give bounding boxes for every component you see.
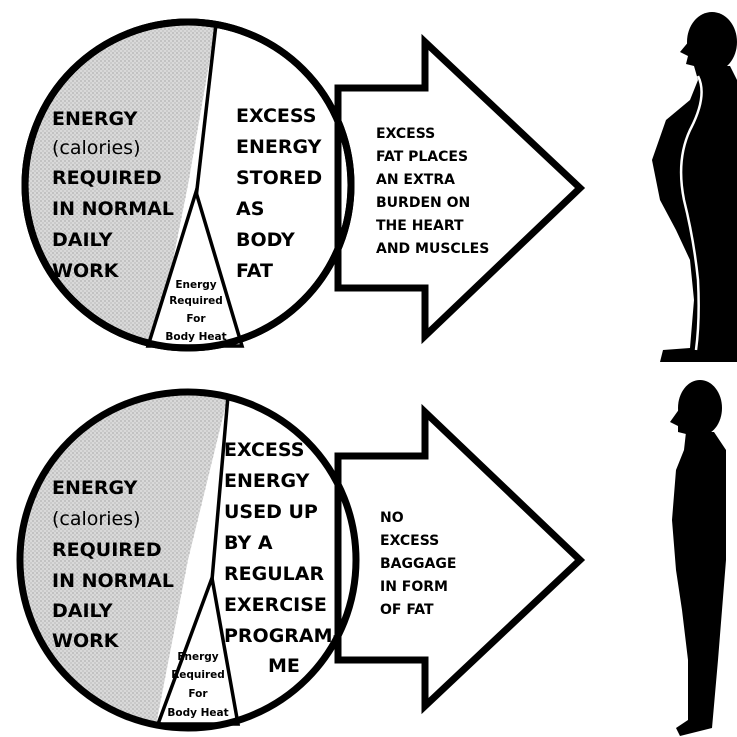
top-energy-pie bbox=[21, 18, 355, 352]
bottom-body-heat-label: Energy Required For Body Heat bbox=[167, 651, 228, 719]
bottom-heat-line: For bbox=[188, 688, 208, 700]
bottom-excess-line: EXCESS bbox=[224, 439, 304, 461]
top-normal-line: IN NORMAL bbox=[52, 198, 174, 220]
bottom-energy-pie bbox=[16, 388, 360, 732]
bottom-excess-label: EXCESS ENERGY USED UP BY A REGULAR EXERC… bbox=[224, 439, 340, 677]
top-normal-line: REQUIRED bbox=[52, 167, 162, 189]
bottom-excess-line: USED UP bbox=[224, 501, 318, 523]
top-normal-line: WORK bbox=[52, 260, 120, 282]
top-excess-line: BODY bbox=[236, 229, 295, 251]
top-normal-work-label: ENERGY (calories) REQUIRED IN NORMAL DAI… bbox=[52, 108, 174, 282]
top-heat-line: Required bbox=[169, 295, 223, 307]
bottom-excess-line: BY A bbox=[224, 532, 273, 554]
top-normal-line: DAILY bbox=[52, 229, 113, 251]
top-normal-line: (calories) bbox=[52, 137, 141, 159]
top-body-heat-label: Energy Required For Body Heat bbox=[165, 279, 226, 343]
top-arrow-line: AND MUSCLES bbox=[376, 241, 489, 257]
overweight-person-silhouette-icon bbox=[652, 12, 737, 362]
bottom-normal-line: DAILY bbox=[52, 600, 113, 622]
top-excess-line: ENERGY bbox=[236, 136, 322, 158]
top-arrow-line: THE HEART bbox=[376, 218, 464, 234]
top-excess-line: FAT bbox=[236, 260, 273, 282]
bottom-normal-line: WORK bbox=[52, 630, 120, 652]
bottom-arrow-line: NO bbox=[380, 510, 404, 526]
top-arrow bbox=[334, 33, 586, 345]
top-excess-label: EXCESS ENERGY STORED AS BODY FAT bbox=[236, 105, 322, 282]
bottom-arrow bbox=[334, 403, 586, 715]
bottom-excess-line: ME bbox=[268, 655, 300, 677]
bottom-heat-line: Required bbox=[171, 669, 225, 681]
bottom-heat-line: Energy bbox=[177, 651, 218, 663]
bottom-excess-line: EXERCISE bbox=[224, 594, 327, 616]
bottom-normal-line: REQUIRED bbox=[52, 539, 162, 561]
top-heat-line: Energy bbox=[175, 279, 216, 291]
bottom-excess-line: ENERGY bbox=[224, 470, 310, 492]
top-normal-line: ENERGY bbox=[52, 108, 138, 130]
bottom-excess-line: PROGRAM- bbox=[224, 625, 340, 647]
top-arrow-line: BURDEN ON bbox=[376, 195, 470, 211]
top-arrow-label: EXCESS FAT PLACES AN EXTRA BURDEN ON THE… bbox=[376, 126, 489, 257]
bottom-normal-line: IN NORMAL bbox=[52, 570, 174, 592]
bottom-arrow-line: IN FORM bbox=[380, 579, 448, 595]
bottom-arrow-label: NO EXCESS BAGGAGE IN FORM OF FAT bbox=[380, 510, 456, 618]
top-excess-line: EXCESS bbox=[236, 105, 316, 127]
bottom-heat-line: Body Heat bbox=[167, 707, 228, 719]
top-heat-line: Body Heat bbox=[165, 331, 226, 343]
bottom-excess-line: REGULAR bbox=[224, 563, 324, 585]
bottom-normal-line: (calories) bbox=[52, 508, 141, 530]
bottom-normal-work-label: ENERGY (calories) REQUIRED IN NORMAL DAI… bbox=[52, 477, 174, 652]
bottom-arrow-line: EXCESS bbox=[380, 533, 439, 549]
top-normal-work-slice bbox=[22, 21, 216, 345]
fit-person-silhouette-icon bbox=[670, 380, 726, 736]
bottom-normal-line: ENERGY bbox=[52, 477, 138, 499]
bottom-arrow-line: BAGGAGE bbox=[380, 556, 456, 572]
top-heat-line: For bbox=[186, 313, 206, 325]
bottom-arrow-line: OF FAT bbox=[380, 602, 434, 618]
top-arrow-line: AN EXTRA bbox=[376, 172, 455, 188]
bottom-panel: ENERGY (calories) REQUIRED IN NORMAL DAI… bbox=[16, 380, 726, 736]
top-arrow-line: FAT PLACES bbox=[376, 149, 468, 165]
top-excess-line: STORED bbox=[236, 167, 322, 189]
top-arrow-line: EXCESS bbox=[376, 126, 435, 142]
bottom-normal-work-slice bbox=[23, 392, 228, 725]
bottom-body-heat-slice bbox=[155, 571, 241, 726]
top-panel: ENERGY (calories) REQUIRED IN NORMAL DAI… bbox=[21, 12, 737, 362]
top-excess-line: AS bbox=[236, 198, 264, 220]
